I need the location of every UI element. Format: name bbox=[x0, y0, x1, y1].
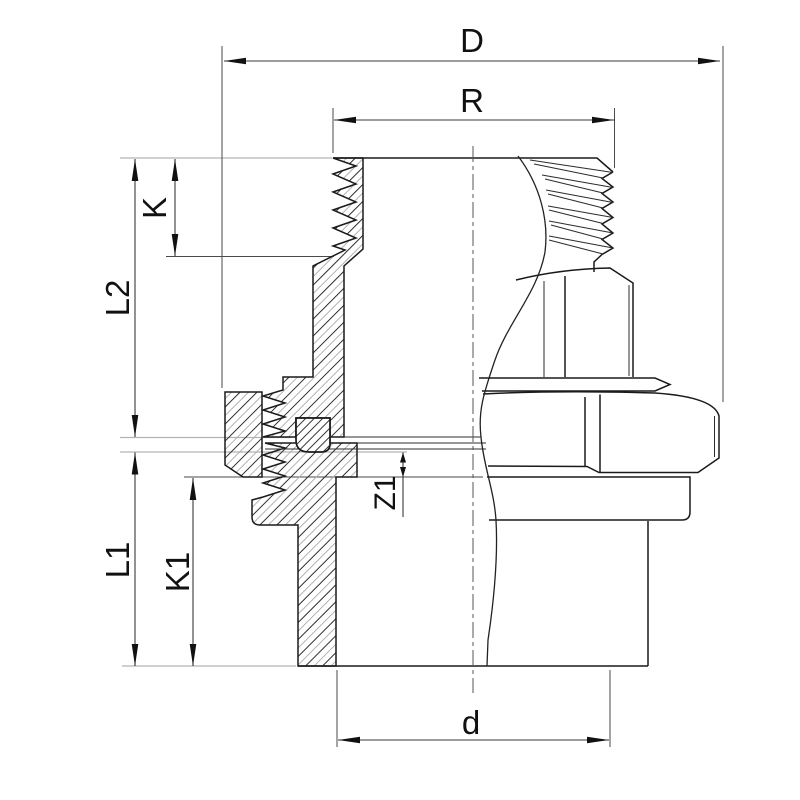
male-thread-edge bbox=[593, 171, 615, 272]
dim-label-Z1: Z1 bbox=[369, 475, 402, 510]
collar-view bbox=[487, 476, 691, 521]
dim-label-K1: K1 bbox=[159, 552, 196, 592]
union-nut-view bbox=[482, 390, 720, 474]
thread-helix-lines bbox=[529, 159, 614, 255]
break-line bbox=[479, 155, 547, 667]
upper-hex bbox=[515, 267, 634, 377]
dimension-labels: D R K L2 L1 K1 Z1 d bbox=[99, 22, 484, 741]
upper-body-section bbox=[260, 157, 364, 438]
extension-lines bbox=[120, 46, 724, 747]
external-view bbox=[298, 157, 720, 667]
seal-ring-hatch bbox=[295, 417, 331, 453]
dimension-lines bbox=[134, 60, 720, 741]
dim-label-d: d bbox=[462, 704, 480, 741]
dimension-arrowheads bbox=[131, 57, 720, 744]
lower-body-section bbox=[251, 442, 358, 667]
dim-label-L1: L1 bbox=[99, 542, 136, 579]
sectioned-bodies bbox=[224, 157, 364, 667]
dim-label-K: K bbox=[136, 197, 173, 219]
dim-label-R: R bbox=[460, 82, 484, 119]
union-nut-section bbox=[224, 391, 263, 478]
dim-label-D: D bbox=[460, 22, 484, 59]
thread-band bbox=[479, 377, 672, 392]
dim-label-L2: L2 bbox=[99, 280, 136, 317]
